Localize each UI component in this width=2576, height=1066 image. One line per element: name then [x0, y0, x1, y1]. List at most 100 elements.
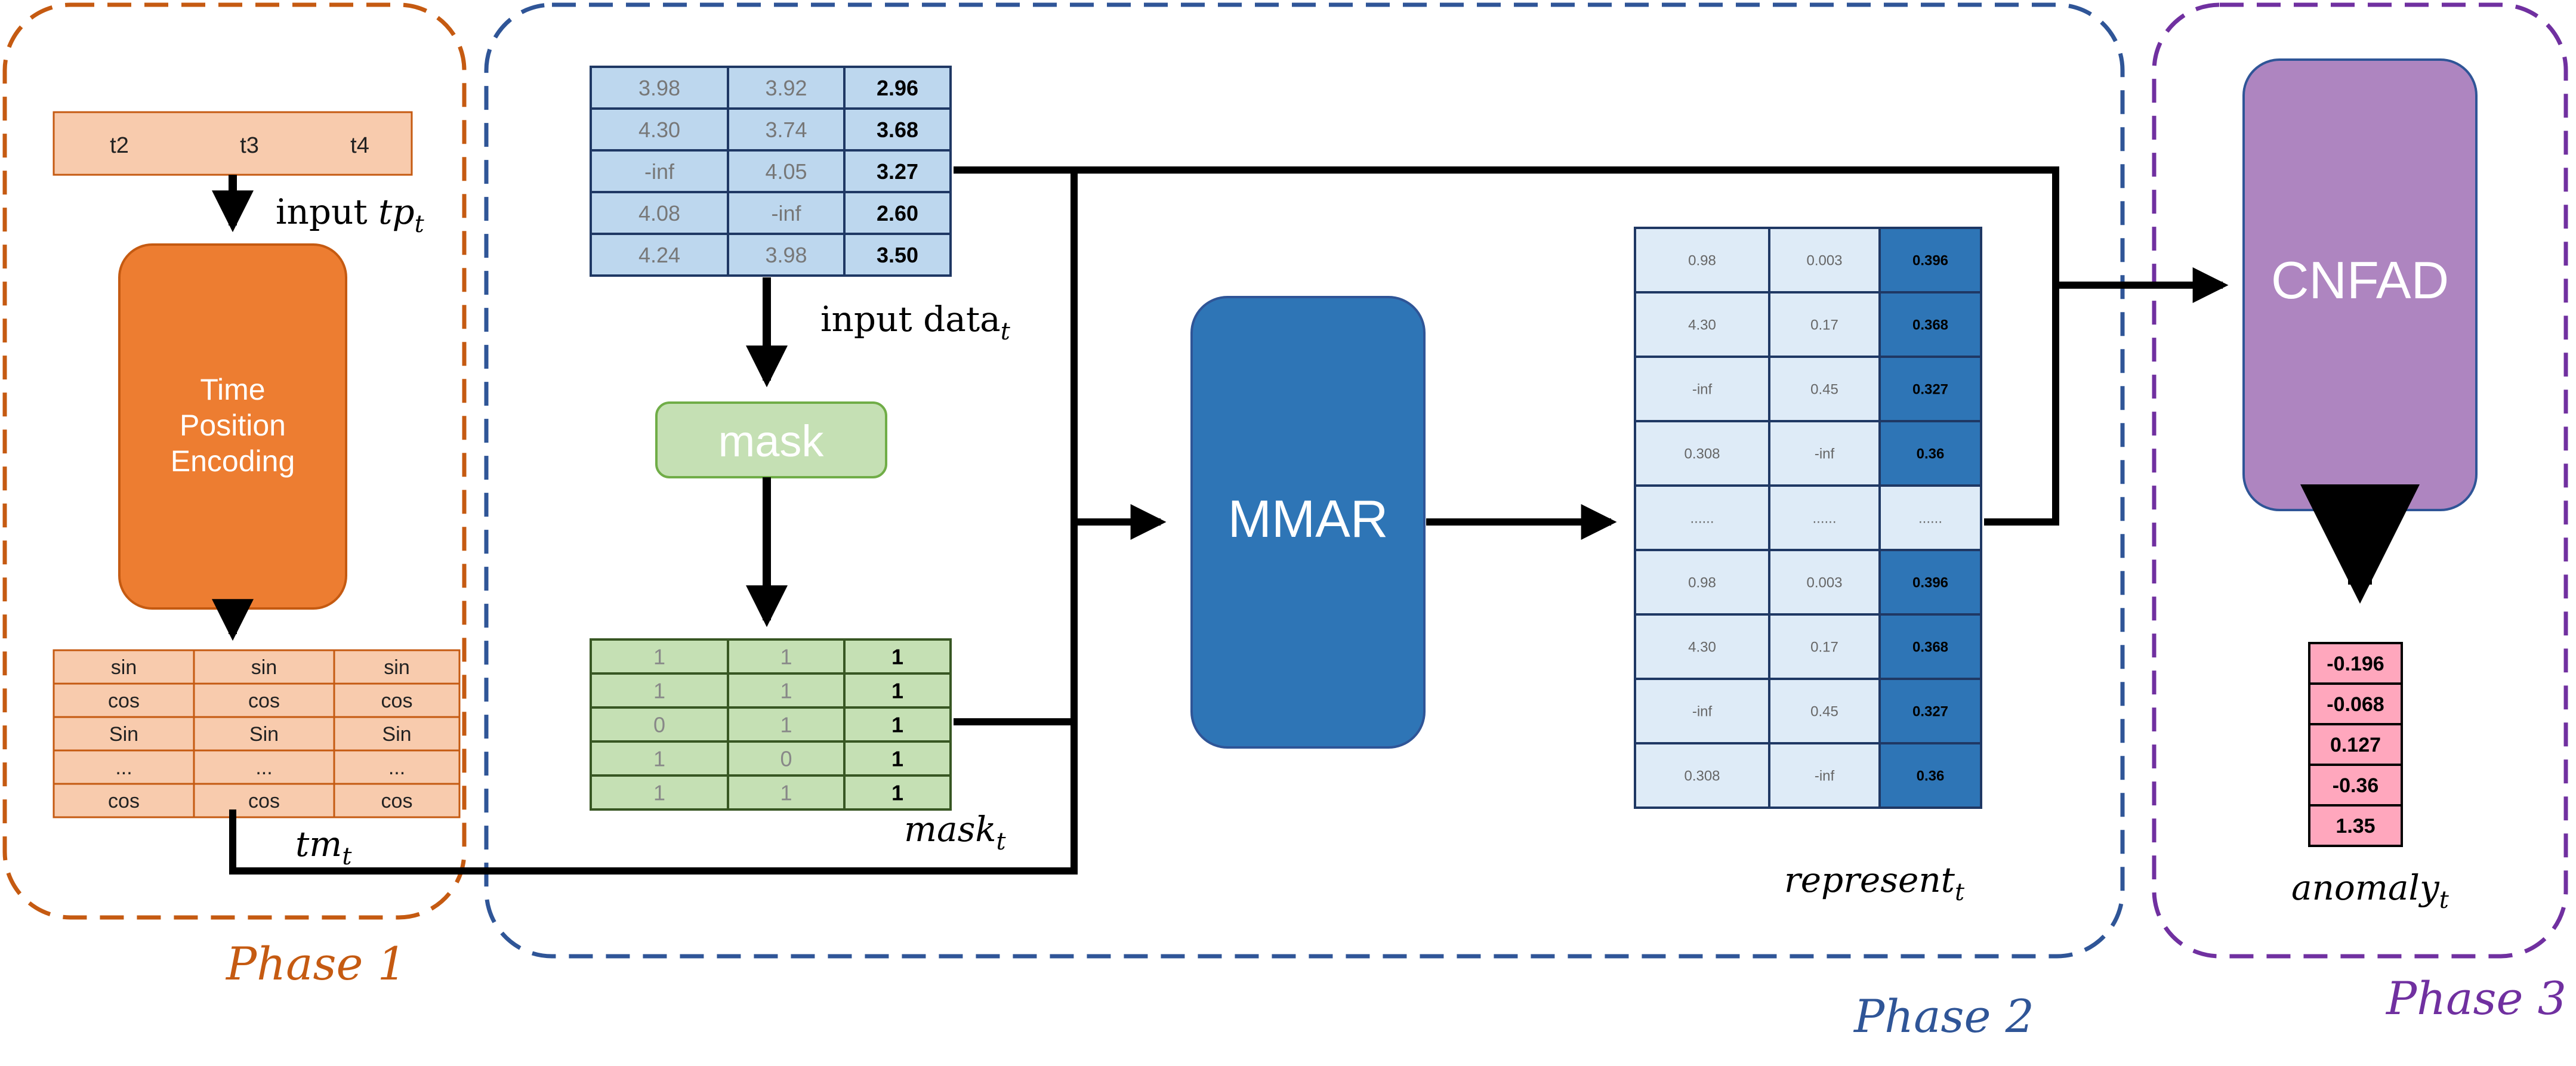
tm-cell: [193, 716, 335, 752]
tm-value: Sin: [249, 723, 279, 746]
represent-cell: [1878, 484, 1982, 551]
mask-block: [655, 401, 887, 478]
mask-value: 1: [653, 746, 665, 771]
represent-cell: [1878, 227, 1982, 293]
input-data-cell: [727, 233, 846, 277]
mmar-block: [1190, 296, 1426, 749]
tm-cell: [53, 716, 195, 752]
phase3-label: Phase 3: [2385, 972, 2566, 1025]
mask-value: 1: [891, 644, 903, 669]
mask-value: 1: [891, 780, 903, 805]
time-input-cell: t4: [350, 133, 369, 158]
represent-value: -inf: [1692, 382, 1713, 398]
mask-cell: [843, 774, 952, 811]
represent-value: 0.003: [1806, 575, 1842, 591]
tpe-label-line2: Position: [180, 409, 286, 442]
mask-value: 1: [891, 746, 903, 771]
represent-cell: [1634, 742, 1770, 809]
tm-value: ...: [255, 756, 272, 779]
represent-value: 0.17: [1810, 317, 1838, 333]
mask-cell: [727, 740, 846, 777]
input-data-value: 2.60: [877, 201, 918, 225]
input-data-value: 3.92: [765, 76, 807, 100]
phase1-boundary: [2, 2, 467, 920]
input-data-cell: [590, 233, 729, 277]
tm-value: sin: [251, 656, 277, 679]
time-input-label: input tpt: [276, 191, 425, 238]
time-input-cell: t3: [240, 133, 259, 158]
tm-cell: [193, 749, 335, 785]
represent-cell: [1768, 549, 1881, 616]
represent-cell: [1768, 356, 1881, 422]
input-data-value: 3.74: [765, 118, 807, 142]
anomaly-value: 1.35: [2336, 815, 2375, 838]
tm-value: sin: [111, 656, 137, 679]
tm-value: Sin: [109, 723, 138, 746]
anomaly-cell: [2308, 804, 2403, 847]
input-data-value: -inf: [771, 201, 801, 225]
mask-value: 1: [653, 678, 665, 703]
represent-value: 0.368: [1912, 317, 1948, 333]
anomaly-value: -0.36: [2333, 774, 2379, 797]
input-data-value: 4.08: [638, 201, 680, 225]
represent-cell: [1634, 678, 1770, 744]
input-data-cell: [590, 66, 729, 110]
represent-value: -inf: [1815, 768, 1835, 784]
mask-value: 1: [780, 712, 792, 737]
tm-value: sin: [384, 656, 409, 679]
phase1-label: Phase 1: [225, 937, 406, 990]
input-data-value: 3.27: [877, 159, 918, 184]
represent-cell: [1634, 420, 1770, 487]
tm-value: cos: [248, 690, 280, 712]
input-data-value: -inf: [644, 159, 675, 184]
anomaly-value: -0.196: [2327, 653, 2384, 675]
represent-cell: [1878, 356, 1982, 422]
mask-value: 1: [780, 780, 792, 805]
represent-value: 0.327: [1912, 704, 1948, 720]
tm-cell: [193, 783, 335, 818]
phase3-boundary: [2152, 2, 2568, 959]
tm-cell: [333, 682, 461, 718]
phase2-boundary: [484, 2, 2125, 959]
input-data-value: 4.30: [638, 118, 680, 142]
tm-cell: [53, 649, 195, 685]
tm-value: ...: [388, 756, 405, 779]
input-data-cell: [727, 149, 846, 193]
mask-cell: [843, 638, 952, 675]
represent-value: 4.30: [1688, 639, 1716, 656]
mask-cell: [727, 774, 846, 811]
input-data-value: 3.68: [877, 118, 918, 142]
represent-value: -inf: [1692, 704, 1713, 720]
time-input-bar: [53, 111, 413, 176]
input-data-value: 3.50: [877, 243, 918, 267]
cnfad-label: CNFAD: [2271, 251, 2449, 310]
tm-cell: [333, 783, 461, 818]
represent-cell: [1878, 291, 1982, 358]
represent-cell: [1634, 356, 1770, 422]
mask-cell: [727, 706, 846, 743]
represent-cell: [1768, 420, 1881, 487]
represent-value: 0.308: [1684, 446, 1720, 462]
anomaly-cell: [2308, 764, 2403, 807]
tpe-label-line1: Time: [200, 373, 265, 406]
input-data-label: input datat: [820, 299, 1011, 345]
tm-value: Sin: [382, 723, 411, 746]
input-data-cell: [843, 66, 952, 110]
tm-cell: [53, 749, 195, 785]
represent-value: 0.003: [1806, 253, 1842, 269]
mask-value: 0: [653, 712, 665, 737]
tm-value: cos: [381, 690, 413, 712]
input-data-cell: [843, 107, 952, 152]
input-data-cell: [843, 149, 952, 193]
mask-value: 0: [780, 746, 792, 771]
tm-value: ...: [115, 756, 132, 779]
tm-value: cos: [108, 690, 140, 712]
mask-value: 1: [653, 644, 665, 669]
represent-cell: [1634, 227, 1770, 293]
represent-cell: [1878, 742, 1982, 809]
represent-value: 4.30: [1688, 317, 1716, 333]
represent-value: 0.368: [1912, 639, 1948, 656]
